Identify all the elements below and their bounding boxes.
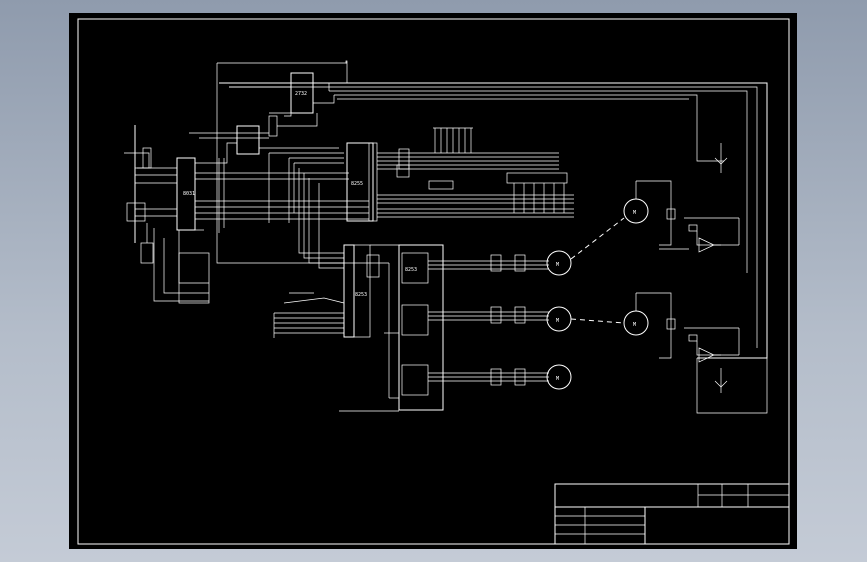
sensor-2-label: M	[633, 322, 636, 328]
motor-2-label: M	[556, 318, 559, 324]
ppi2-label: 8253	[355, 292, 367, 298]
ppi-block: 8255	[346, 142, 574, 222]
driver-stack: 8253	[339, 244, 549, 412]
sensor-1-label: M	[633, 210, 636, 216]
drawing-border	[77, 18, 790, 545]
latch-block	[189, 115, 339, 233]
feedback-1: M	[623, 180, 740, 253]
motor-1-label: M	[556, 262, 559, 268]
junction-symbol	[714, 143, 728, 173]
led-bar	[433, 127, 473, 153]
top-bus-lines	[216, 60, 768, 359]
data-bus	[195, 152, 349, 269]
drawing-sheet: 8031 2732	[69, 13, 797, 549]
ppi-label: 8255	[351, 181, 363, 187]
motors: M M M	[546, 250, 572, 390]
motor-3-label: M	[556, 376, 559, 382]
motor-1	[546, 250, 572, 276]
schematic-drawing: 8031 2732	[77, 18, 790, 545]
rom-label: 2732	[295, 91, 307, 97]
rom-block: 2732	[229, 72, 335, 127]
ppi2-block: 8253	[273, 244, 399, 338]
cpu-label: 8031	[183, 191, 195, 197]
motor-3	[546, 364, 572, 390]
cpu-block: 8031	[124, 125, 369, 304]
feedback-2: M	[623, 292, 768, 414]
title-block	[554, 483, 790, 545]
ctc-label: 8253	[405, 267, 417, 273]
connector-pack	[396, 164, 568, 213]
